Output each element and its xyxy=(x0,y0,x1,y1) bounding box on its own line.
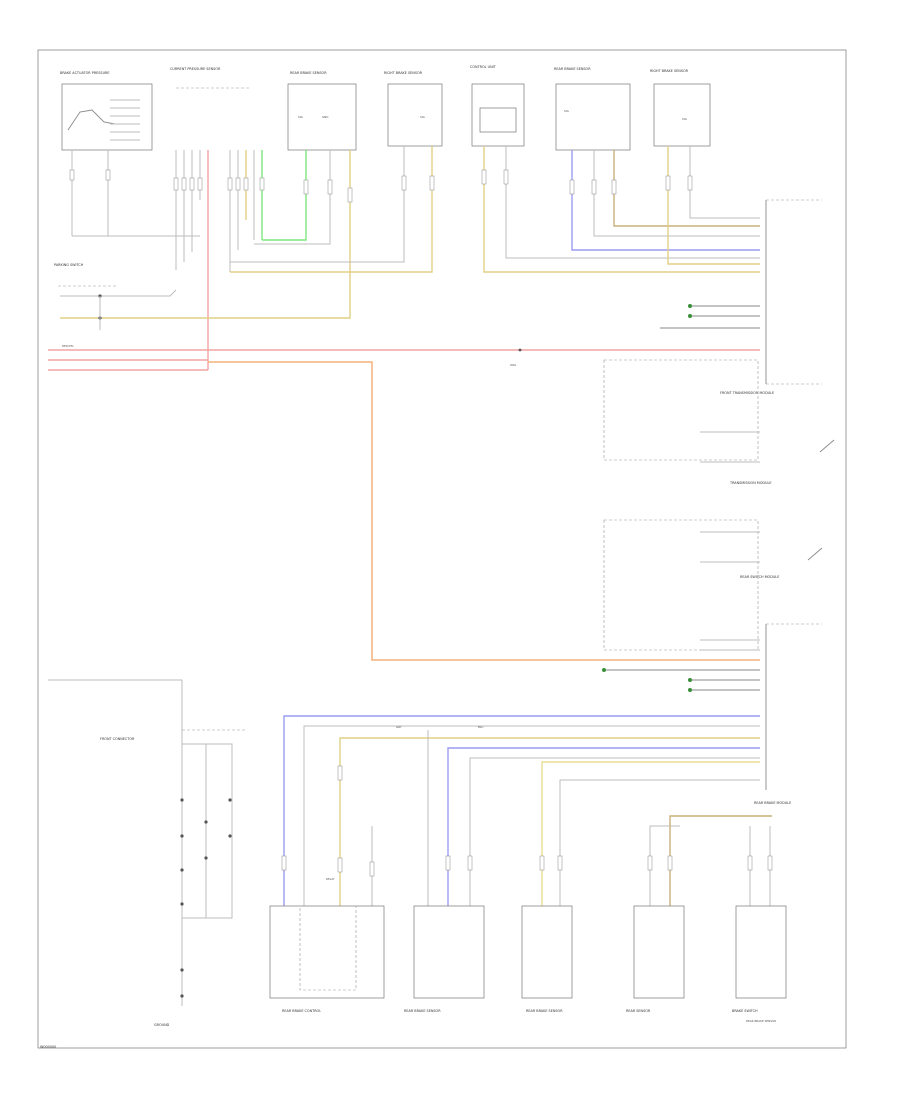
component-box-right-brake-sensor-2 xyxy=(653,83,711,147)
svg-text:GND: GND xyxy=(322,115,328,119)
component-box-rear-brake-sensor-d xyxy=(735,905,787,999)
label-rear-brake-module: REAR BRAKE MODULE xyxy=(754,801,791,805)
svg-text:SIG: SIG xyxy=(298,115,303,119)
label-rear-switch-module: REAR SWITCH MODULE xyxy=(740,575,779,579)
wire-label-orange: ORG xyxy=(510,363,516,367)
top-components: BRAKE ACTUATOR PRESSURE CURRENT PRESSURE… xyxy=(60,65,711,151)
label-rear-brake-sensor-b: REAR BRAKE SENSOR xyxy=(404,1009,441,1013)
svg-text:SIG: SIG xyxy=(682,117,687,121)
right-modules: FRONT TRANSMISSION MODULE TRANSMISSION M… xyxy=(602,199,835,805)
component-box-rear-brake-sensor-c xyxy=(521,905,573,999)
svg-text:SIG: SIG xyxy=(420,115,425,119)
label-brake-actuator: BRAKE ACTUATOR PRESSURE xyxy=(60,71,110,75)
label-ground: GROUND xyxy=(154,1023,170,1027)
wire-orange-run xyxy=(208,361,760,661)
wire-yellow-left-run xyxy=(60,150,351,319)
footer-code: W000000 xyxy=(40,1045,56,1049)
label-rear-brake-sensor: REAR BRAKE SENSOR xyxy=(290,71,327,75)
module-box-rear-switch xyxy=(603,519,759,651)
component-box-rear-brake-control xyxy=(269,905,385,999)
label-rear-sensor: REAR SENSOR xyxy=(626,1009,651,1013)
component-graph xyxy=(67,109,116,131)
bottom-components: REAR BRAKE CONTROL RELAY REAR BRAKE SENS… xyxy=(269,877,787,1023)
component-box-rear-sensor xyxy=(633,905,685,999)
label-control-unit: CONTROL UNIT xyxy=(470,65,497,69)
svg-text:SIG: SIG xyxy=(564,109,569,113)
switch-contact xyxy=(819,439,835,453)
label-transmission-module: TRANSMISSION MODULE xyxy=(729,481,772,485)
component-box-rear-brake-sensor xyxy=(287,83,357,151)
component-box-rear-brake-sensor-2 xyxy=(555,83,631,151)
label-rear-brake-control: REAR BRAKE CONTROL xyxy=(282,1009,321,1013)
label-current-pressure-sensor: CURRENT PRESSURE SENSOR xyxy=(170,67,221,71)
label-rear-brake-sensor-c: REAR BRAKE SENSOR xyxy=(526,1009,563,1013)
top-wiring xyxy=(60,146,760,370)
label-right-brake-sensor: RIGHT BRAKE SENSOR xyxy=(384,71,423,75)
label-brake-switch: BRAKE SWITCH xyxy=(732,1009,758,1013)
left-ladder: FRONT CONNECTOR GROUND xyxy=(48,679,246,1027)
component-box-rear-brake-sensor-b xyxy=(413,905,485,999)
bottom-wiring: GRY BLU xyxy=(281,715,773,906)
wire-blue-bottom xyxy=(283,715,760,906)
component-box-brake-actuator xyxy=(61,83,153,151)
module-box-front-transmission xyxy=(603,359,759,461)
label-parking-switch: PARKING SWITCH xyxy=(54,263,84,267)
wire-label-blue: BLU xyxy=(478,725,483,729)
power-bus: RED/YEL ORG xyxy=(48,344,760,661)
control-unit-inner xyxy=(479,107,517,133)
label-front-transmission-module: FRONT TRANSMISSION MODULE xyxy=(720,391,774,395)
component-box-right-brake-sensor xyxy=(387,83,443,147)
diagram-frame xyxy=(37,49,847,1049)
left-switch-area: PARKING SWITCH xyxy=(54,263,177,330)
svg-text:RELAY: RELAY xyxy=(326,877,335,881)
label-rear-brake-sensor-2: REAR BRAKE SENSOR xyxy=(554,67,591,71)
component-box-control-unit xyxy=(471,83,525,147)
label-right-brake-sensor-2: RIGHT BRAKE SENSOR xyxy=(650,69,689,73)
label-front-connector: FRONT CONNECTOR xyxy=(100,737,135,741)
wire-label-gray: GRY xyxy=(396,725,402,729)
label-rear-brake-sensor-d: REAR BRAKE SENSOR xyxy=(746,1019,776,1023)
wire-label-red: RED/YEL xyxy=(62,344,74,348)
